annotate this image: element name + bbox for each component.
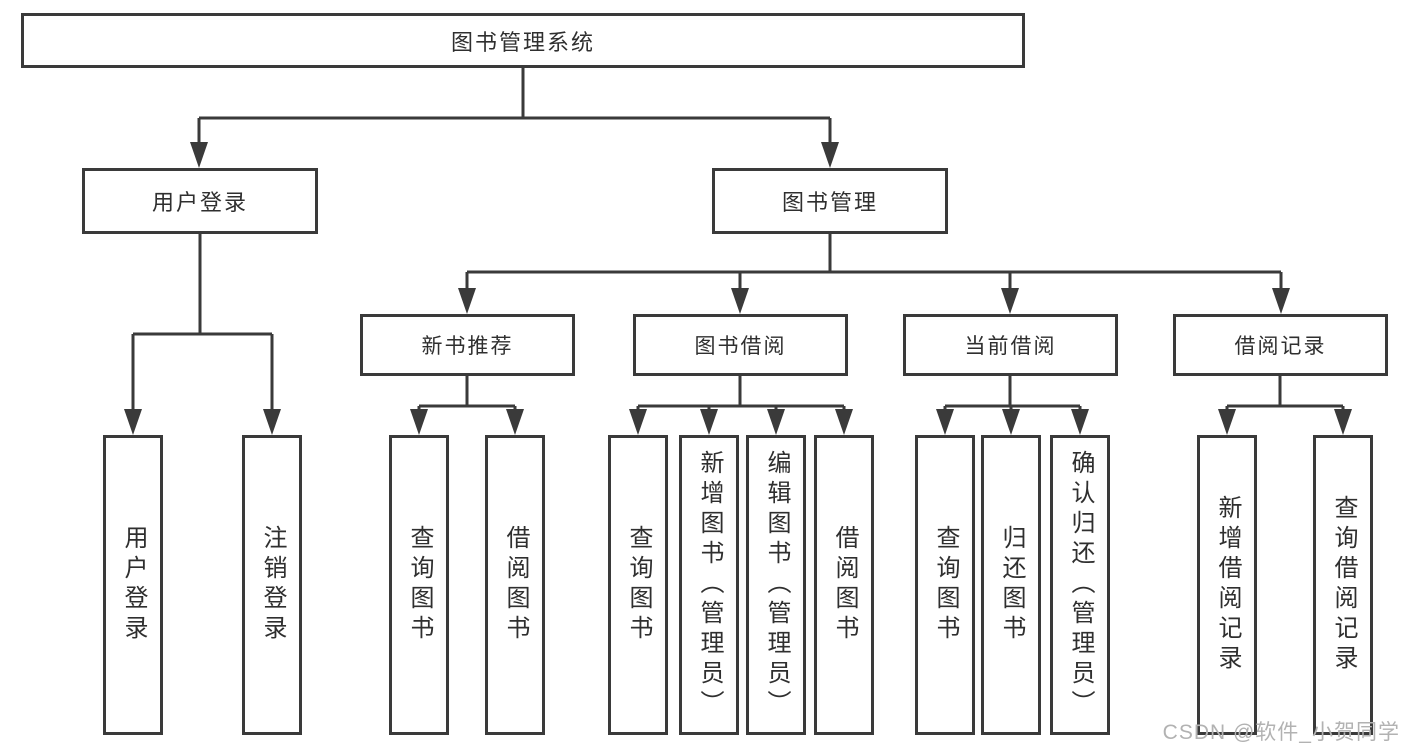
leaf-return-books: 归还图书	[981, 435, 1041, 735]
leaf-query-books-3: 查询图书	[915, 435, 975, 735]
leaf-query-borrow-record: 查询借阅记录	[1313, 435, 1373, 735]
node-current-borrow: 当前借阅	[903, 314, 1118, 376]
node-book-mgmt: 图书管理	[712, 168, 948, 234]
leaf-return-books-label: 归还图书	[998, 525, 1025, 645]
leaf-query-books-1-label: 查询图书	[406, 525, 433, 645]
node-user-login: 用户登录	[82, 168, 318, 234]
leaf-borrow-books-1: 借阅图书	[485, 435, 545, 735]
leaf-logout: 注销登录	[242, 435, 302, 735]
connector-new-book-rec-branch	[410, 376, 524, 435]
leaf-edit-books-admin: 编辑图书（管理员）	[746, 435, 806, 735]
node-new-book-rec: 新书推荐	[360, 314, 575, 376]
leaf-add-books-admin-label: 新增图书（管理员）	[696, 450, 723, 720]
connector-book-borrow-branch	[629, 376, 853, 435]
leaf-confirm-return-admin-label: 确认归还（管理员）	[1067, 450, 1094, 720]
connector-current-borrow-branch	[936, 376, 1089, 435]
leaf-query-books-1: 查询图书	[389, 435, 449, 735]
node-root: 图书管理系统	[21, 13, 1025, 68]
node-book-mgmt-label: 图书管理	[781, 190, 878, 215]
leaf-add-borrow-record-label: 新增借阅记录	[1214, 495, 1241, 675]
node-new-book-rec-label: 新书推荐	[421, 335, 514, 358]
leaf-user-login-label: 用户登录	[120, 525, 147, 645]
node-book-borrow: 图书借阅	[633, 314, 848, 376]
node-user-login-label: 用户登录	[151, 190, 248, 215]
leaf-edit-books-admin-label: 编辑图书（管理员）	[763, 450, 790, 720]
node-root-label: 图书管理系统	[450, 29, 595, 55]
leaf-add-borrow-record: 新增借阅记录	[1197, 435, 1257, 735]
leaf-user-login: 用户登录	[103, 435, 163, 735]
leaf-confirm-return-admin: 确认归还（管理员）	[1050, 435, 1110, 735]
node-borrow-record: 借阅记录	[1173, 314, 1388, 376]
leaf-add-books-admin: 新增图书（管理员）	[679, 435, 739, 735]
node-current-borrow-label: 当前借阅	[964, 335, 1057, 358]
connector-root-to-level2	[190, 68, 839, 168]
connector-book-mgmt-branch	[458, 234, 1290, 314]
leaf-borrow-books-1-label: 借阅图书	[502, 525, 529, 645]
leaf-query-books-2-label: 查询图书	[625, 525, 652, 645]
leaf-query-books-3-label: 查询图书	[932, 525, 959, 645]
node-borrow-record-label: 借阅记录	[1234, 335, 1327, 358]
leaf-query-books-2: 查询图书	[608, 435, 668, 735]
csdn-watermark: CSDN @软件_小贺同学	[1162, 721, 1400, 744]
leaf-query-borrow-record-label: 查询借阅记录	[1330, 495, 1357, 675]
leaf-logout-label: 注销登录	[259, 525, 286, 645]
leaf-borrow-books-2: 借阅图书	[814, 435, 874, 735]
leaf-borrow-books-2-label: 借阅图书	[831, 525, 858, 645]
connector-borrow-record-branch	[1218, 376, 1352, 435]
node-book-borrow-label: 图书借阅	[694, 335, 787, 358]
connector-user-login-branch	[124, 234, 281, 435]
